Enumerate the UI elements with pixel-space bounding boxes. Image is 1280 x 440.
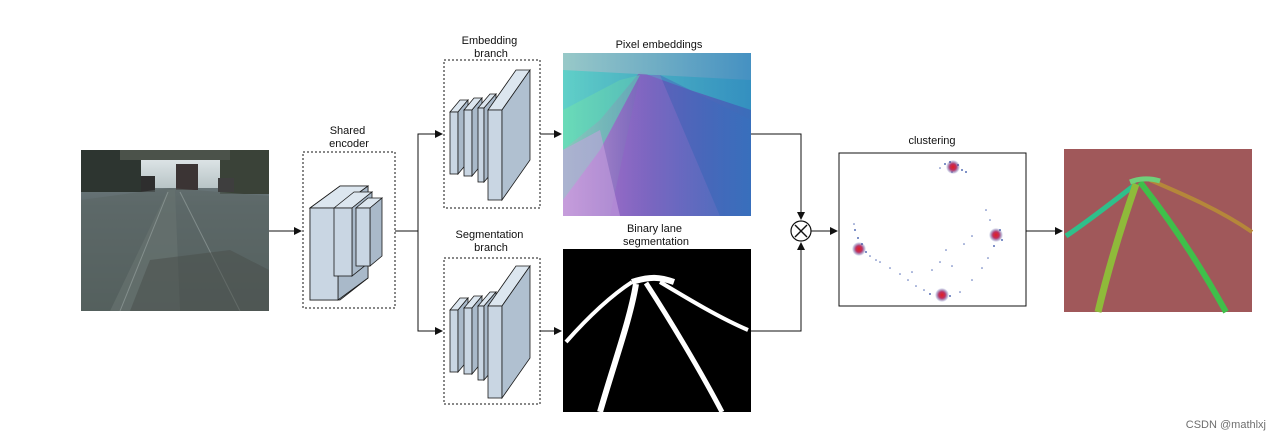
segmentation-branch-label: Segmentation branch [456, 229, 527, 254]
pixel-embeddings-label: Pixel embeddings [616, 39, 703, 51]
binary-lane-segmentation-image [563, 249, 751, 414]
segmentation-branch-blocks [449, 264, 531, 400]
clustering-label: clustering [908, 135, 955, 147]
arrow-encoder-to-embedding-branch [417, 130, 443, 231]
shared-encoder-frame [302, 151, 396, 309]
watermark-text: CSDN @mathlxj [1186, 419, 1266, 431]
shared-encoder-label: Shared encoder [329, 125, 369, 150]
multiply-circle-icon [790, 220, 812, 242]
connectors [269, 130, 1063, 335]
arrow-segmentation-to-merge [751, 242, 805, 332]
clustering-scatter [838, 152, 1027, 307]
arrow-encoder-to-segmentation-branch [417, 231, 443, 335]
input-road-image [81, 150, 269, 312]
arrow-embeddings-to-merge [751, 133, 805, 220]
shared-encoder-blocks [308, 185, 384, 301]
embedding-branch-label: Embedding branch [462, 35, 521, 60]
instance-lane-result-image [1064, 149, 1254, 314]
pixel-embeddings-image [563, 53, 751, 216]
binary-lane-segmentation-label: Binary lane segmentation [623, 223, 689, 248]
embedding-branch-blocks [449, 68, 531, 202]
